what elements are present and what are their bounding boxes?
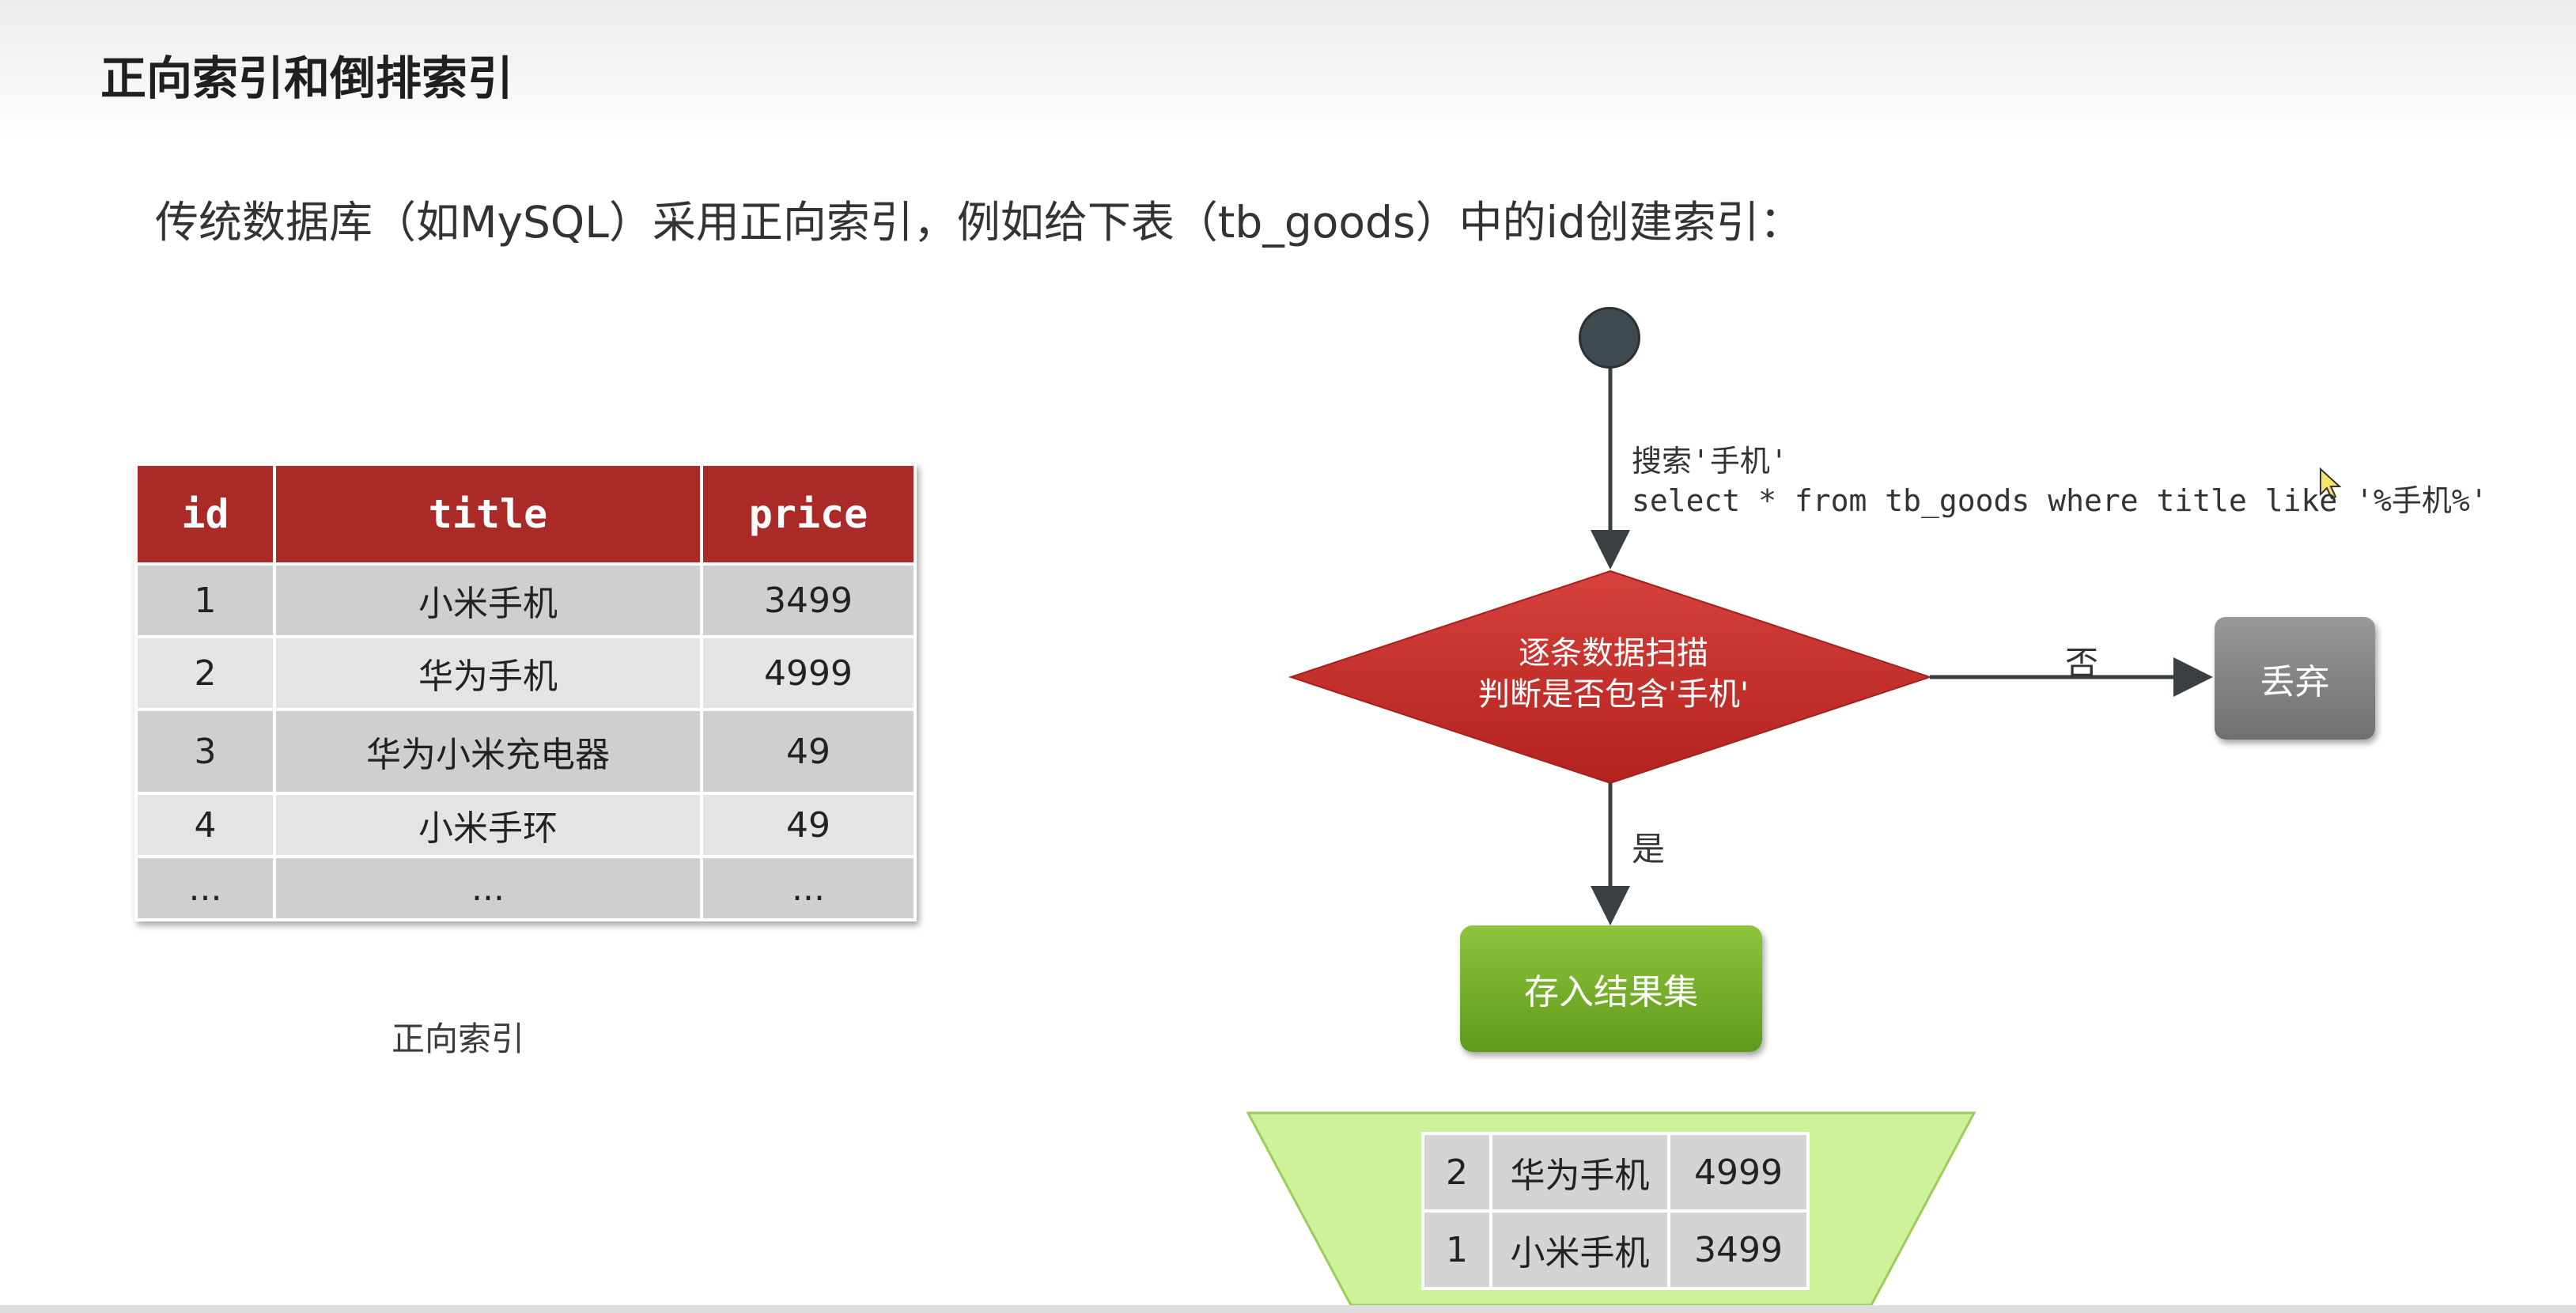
table-row: 1 小米手机 3499 [134, 562, 917, 638]
result-cell-id: 1 [1421, 1209, 1492, 1290]
table-row: 4 小米手环 49 [134, 792, 917, 858]
slide-title: 正向索引和倒排索引 [100, 51, 514, 105]
cell-price: 4999 [700, 635, 917, 711]
title-bar-background [0, 0, 2576, 142]
column-header-title: title [273, 463, 703, 566]
cell-id: 1 [134, 562, 276, 638]
result-cell-title: 小米手机 [1489, 1209, 1670, 1290]
bottom-divider [0, 1305, 2576, 1313]
search-label: 搜索'手机' [1632, 444, 1788, 479]
column-header-id: id [134, 463, 276, 566]
table-row: ... ... ... [134, 855, 917, 921]
decision-label: 逐条数据扫描 判断是否包含'手机' [1297, 633, 1930, 715]
result-row: 2 华为手机 4999 [1421, 1132, 1810, 1213]
cell-title: 小米手机 [273, 562, 703, 638]
cell-price: 49 [700, 792, 917, 858]
cell-title: 华为小米充电器 [273, 708, 703, 795]
discard-node: 丢弃 [2215, 617, 2375, 740]
result-cell-price: 4999 [1667, 1132, 1810, 1213]
goods-table: id title price 1 小米手机 3499 2 华为手机 4999 3… [134, 463, 917, 921]
search-sql: select * from tb_goods where title like … [1632, 483, 2488, 518]
store-result-node: 存入结果集 [1460, 925, 1762, 1052]
slide-subtitle: 传统数据库（如MySQL）采用正向索引，例如给下表（tb_goods）中的id创… [155, 197, 1803, 248]
column-header-price: price [700, 463, 917, 566]
cell-id: 3 [134, 708, 276, 795]
result-row: 1 小米手机 3499 [1421, 1209, 1810, 1290]
table-row: 2 华为手机 4999 [134, 635, 917, 711]
result-cell-price: 3499 [1667, 1209, 1810, 1290]
start-node [1579, 307, 1640, 369]
discard-label: 丢弃 [2260, 661, 2330, 702]
cell-id: ... [134, 855, 276, 921]
decision-line-2: 判断是否包含'手机' [1478, 676, 1749, 713]
result-cell-title: 华为手机 [1489, 1132, 1670, 1213]
cell-price: 3499 [700, 562, 917, 638]
cell-title: 小米手环 [273, 792, 703, 858]
cell-price: ... [700, 855, 917, 921]
search-annotation: 搜索'手机' select * from tb_goods where titl… [1632, 441, 2488, 520]
table-header-row: id title price [134, 463, 917, 566]
table-caption: 正向索引 [392, 1020, 525, 1058]
store-label: 存入结果集 [1524, 972, 1698, 1012]
branch-no-label: 否 [2065, 644, 2099, 683]
branch-yes-label: 是 [1632, 830, 1666, 868]
table-row: 3 华为小米充电器 49 [134, 708, 917, 795]
result-set-table: 2 华为手机 4999 1 小米手机 3499 [1421, 1132, 1810, 1290]
cell-id: 2 [134, 635, 276, 711]
decision-line-1: 逐条数据扫描 [1519, 635, 1708, 672]
cell-title: ... [273, 855, 703, 921]
result-cell-id: 2 [1421, 1132, 1492, 1213]
mouse-cursor-icon [2320, 467, 2342, 500]
cell-id: 4 [134, 792, 276, 858]
cell-title: 华为手机 [273, 635, 703, 711]
cell-price: 49 [700, 708, 917, 795]
